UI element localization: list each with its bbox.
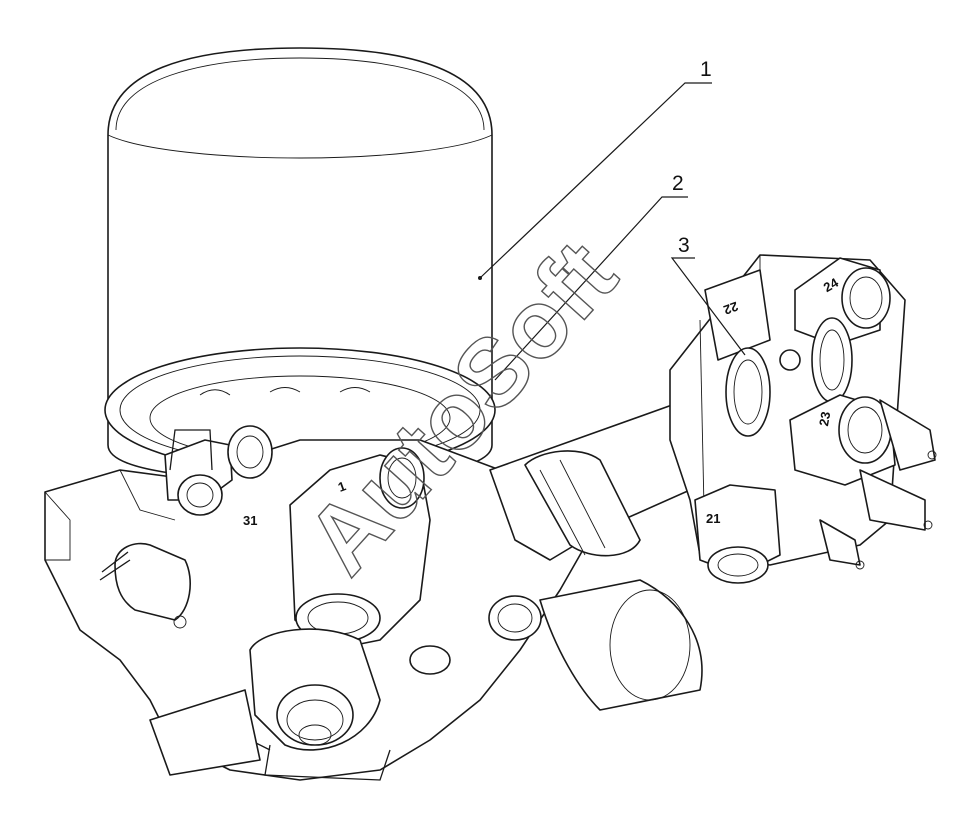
dryer-housing [44, 425, 703, 781]
port-number-23: 23 [816, 410, 833, 427]
port-number-21: 21 [706, 511, 720, 526]
callout-label-2: 2 [672, 172, 684, 195]
callout-label-1: 1 [700, 58, 712, 81]
port-number-22: 22 [722, 299, 741, 318]
port-number-31: 31 [243, 513, 257, 528]
callout-label-3: 3 [678, 234, 690, 257]
protection-valve-block [669, 254, 937, 584]
port-number-1: 1 [336, 478, 348, 495]
leader-lines [478, 82, 746, 381]
